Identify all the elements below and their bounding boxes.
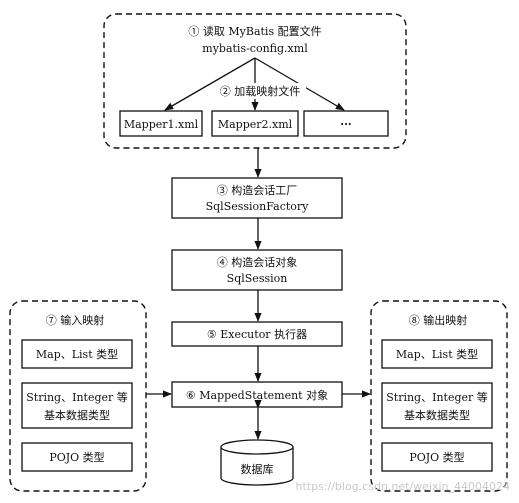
watermark-text: https://blog.csdn.net/weixin_44004024 — [295, 480, 510, 493]
step2-label-bg — [214, 83, 306, 99]
config-group — [103, 13, 407, 149]
step1-label: ① 读取 MyBatis 配置文件 — [188, 24, 321, 38]
output-type-map-label: Map、List 类型 — [396, 347, 478, 361]
input-type-map-box — [21, 339, 133, 369]
mapper-more-label: ··· — [340, 118, 352, 131]
output-mapping-title: ⑧ 输出映射 — [409, 313, 468, 327]
mapper2-box — [211, 110, 299, 137]
database-label: 数据库 — [241, 462, 274, 476]
mapper2-label: Mapper2.xml — [218, 118, 293, 131]
mapped-statement-label: ⑥ MappedStatement 对象 — [186, 388, 328, 402]
output-mapping-group — [370, 300, 508, 492]
step2-label: ② 加载映射文件 — [220, 84, 301, 98]
input-type-basic-line2: 基本数据类型 — [44, 408, 110, 422]
input-mapping-title: ⑦ 输入映射 — [46, 313, 105, 327]
input-type-basic-box — [21, 382, 133, 429]
output-type-basic-box — [381, 382, 493, 429]
output-type-pojo-box — [381, 442, 493, 472]
output-type-basic-line1: String、Integer 等 — [386, 390, 488, 404]
executor-box — [171, 321, 343, 347]
factory-line2: SqlSessionFactory — [206, 200, 310, 213]
mapper1-box — [119, 110, 203, 137]
config-file-label: mybatis-config.xml — [202, 42, 308, 55]
mapper-more-box — [303, 110, 389, 137]
output-type-map-box — [381, 339, 493, 369]
input-type-pojo-box — [21, 442, 133, 472]
session-line2: SqlSession — [227, 272, 288, 285]
input-mapping-group — [9, 300, 147, 492]
factory-box — [171, 177, 343, 219]
input-type-basic-line1: String、Integer 等 — [26, 390, 128, 404]
executor-label: ⑤ Executor 执行器 — [207, 327, 307, 341]
arrow-to-mapper1 — [164, 57, 256, 111]
session-line1: ④ 构造会话对象 — [217, 255, 298, 269]
input-type-pojo-label: POJO 类型 — [49, 450, 104, 464]
factory-line1: ③ 构造会话工厂 — [217, 183, 298, 197]
session-box — [171, 249, 343, 291]
input-type-map-label: Map、List 类型 — [36, 347, 118, 361]
mapper1-label: Mapper1.xml — [124, 118, 199, 131]
output-type-pojo-label: POJO 类型 — [409, 450, 464, 464]
database-icon — [220, 439, 294, 486]
output-type-basic-line2: 基本数据类型 — [404, 408, 470, 422]
